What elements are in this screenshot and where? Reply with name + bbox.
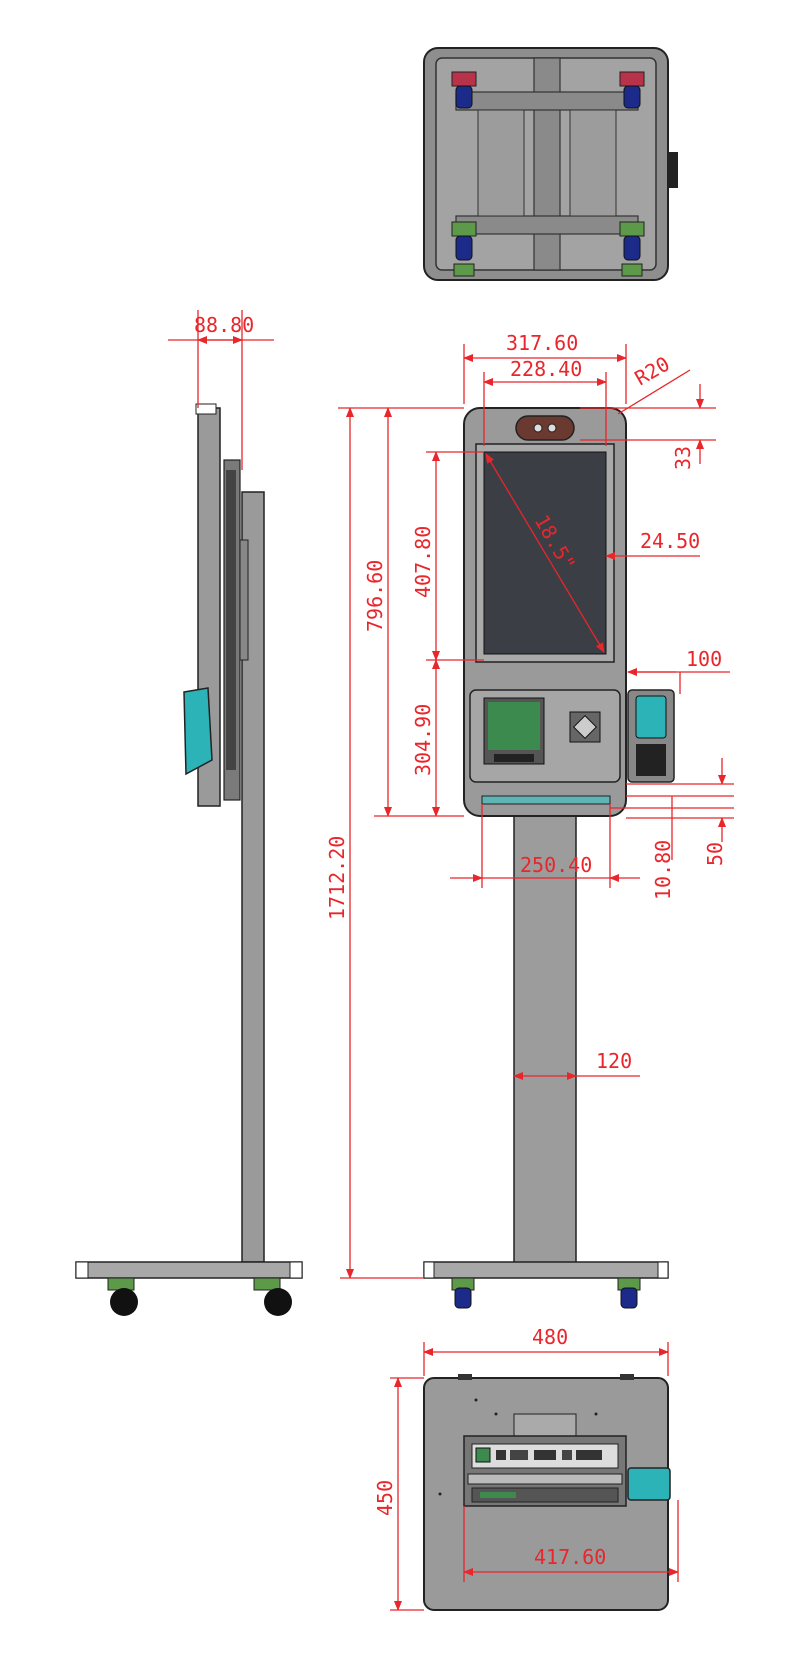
dim-base-width: 480 (532, 1325, 568, 1349)
dim-side-depth: 88.80 (194, 313, 254, 337)
dim-base-depth: 450 (373, 1480, 397, 1516)
dim-pole-width: 120 (596, 1049, 632, 1073)
side-view (75, 403, 303, 1316)
front-view-camera (515, 415, 575, 441)
top-view-center-beam (533, 57, 561, 271)
caster-top-right (619, 71, 645, 109)
top-view-cross-beam-upper (455, 91, 639, 111)
side-view-heatsink (226, 470, 236, 770)
side-view-bracket (239, 539, 249, 661)
card-reader-keypad (636, 744, 666, 776)
camera-lens-left (533, 423, 543, 433)
dim-printer-slot-width: 250.40 (520, 853, 592, 877)
top-view-side-rail-right (569, 109, 617, 217)
front-caster-right (617, 1277, 641, 1309)
dim-bottom-gap: 50 (703, 842, 727, 866)
printer-module-screen (488, 702, 540, 750)
dim-bracket-width: 100 (686, 647, 722, 671)
front-view-base (423, 1261, 669, 1279)
top-view (423, 47, 678, 281)
front-caster-left (451, 1277, 475, 1309)
dim-screen-offset: 24.50 (640, 529, 700, 553)
top-view-cross-beam-lower (455, 215, 639, 235)
camera-lens-right (547, 423, 557, 433)
dim-lower-panel-height: 304.90 (411, 704, 435, 776)
front-view-pole (513, 811, 577, 1265)
dim-total-height: 1712.20 (325, 836, 349, 920)
dim-camera-height: 33 (671, 446, 695, 470)
dim-top-width: 317.60 (506, 331, 578, 355)
dim-head-height: 796.60 (363, 560, 387, 632)
bottom-view-pole-stub (513, 1413, 577, 1437)
dim-slot-gap: 10.80 (651, 840, 675, 900)
caster-bottom-right (619, 221, 645, 277)
dim-module-width: 417.60 (534, 1545, 606, 1569)
side-view-base (75, 1261, 303, 1279)
dim-screen-height: 407.80 (411, 526, 435, 598)
top-view-side-rail-left (477, 109, 525, 217)
side-view-head-top (195, 403, 217, 415)
side-caster-left (107, 1277, 138, 1316)
bottom-view-card-reader (627, 1467, 671, 1501)
side-view-card-reader (183, 687, 213, 776)
bottom-view (423, 1374, 671, 1611)
top-view-side-connector (668, 152, 678, 188)
caster-bottom-left (451, 221, 477, 277)
caster-top-left (451, 71, 477, 109)
side-caster-right (253, 1277, 292, 1316)
card-reader-screen (635, 695, 667, 739)
front-view-slot (481, 795, 611, 805)
dim-inner-width: 228.40 (510, 357, 582, 381)
dimension-lines (168, 310, 734, 1611)
